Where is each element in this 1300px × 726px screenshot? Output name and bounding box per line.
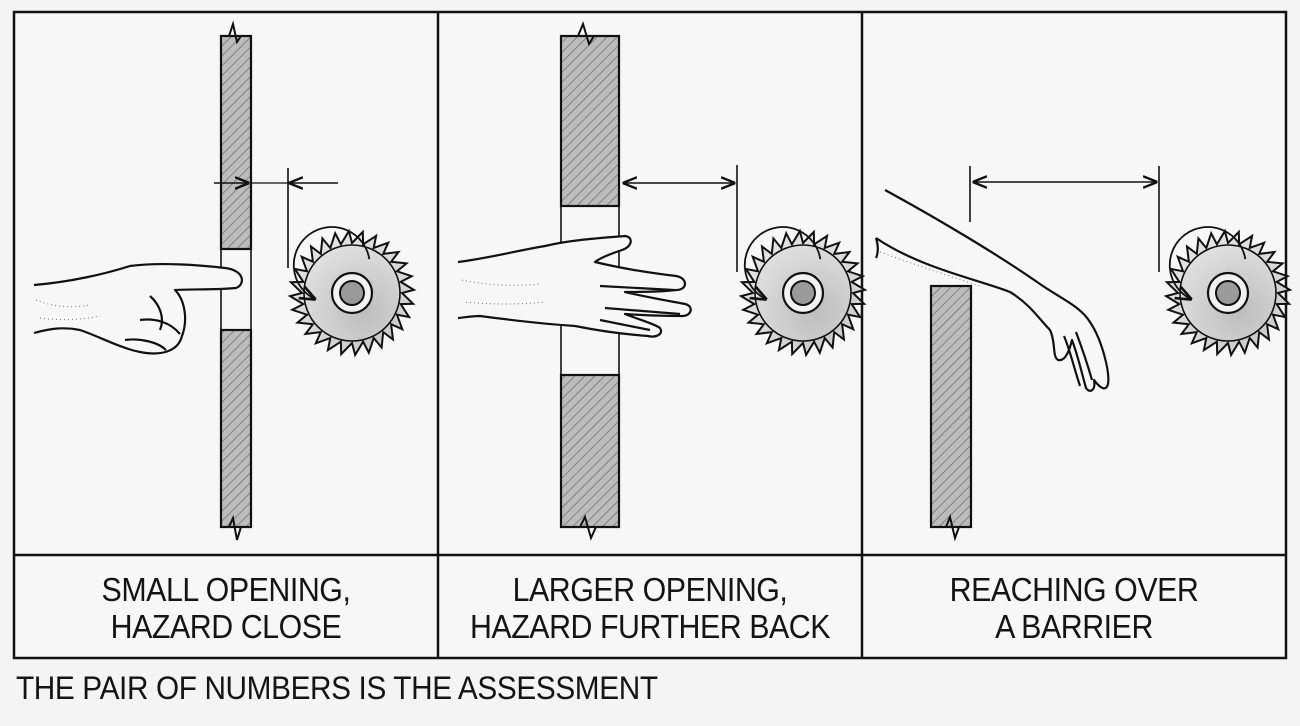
guard-barrier-icon <box>219 20 253 541</box>
caption-small-opening: SMALL OPENING, HAZARD CLOSE <box>31 562 421 656</box>
footer-note: THE PAIR OF NUMBERS IS THE ASSESSMENT <box>16 670 658 706</box>
distance-arrow-icon <box>969 166 1160 272</box>
distance-arrow-icon <box>214 168 338 268</box>
saw-hub <box>339 280 365 306</box>
arm-reaching-over-icon <box>874 189 1110 392</box>
saw-hub <box>790 280 816 306</box>
caption-larger-opening: LARGER OPENING, HAZARD FURTHER BACK <box>455 562 845 656</box>
guard-barrier-icon <box>929 284 973 542</box>
caption-reaching-over: REACHING OVER A BARRIER <box>879 562 1269 656</box>
distance-arrow-icon <box>624 165 738 272</box>
hand-pointing-icon <box>33 263 244 355</box>
guard-barrier-icon <box>559 21 621 541</box>
panel-small-opening <box>33 20 417 541</box>
rotation-arrow-icon <box>292 226 371 299</box>
hand-flat-icon <box>457 234 692 338</box>
saw-hub <box>1215 280 1241 306</box>
panel-reaching-over <box>874 166 1293 542</box>
caption-line-2: HAZARD CLOSE <box>110 608 342 645</box>
saw-blade-icon <box>1163 226 1293 358</box>
caption-line-1: SMALL OPENING, <box>101 571 351 609</box>
rotation-arrow-icon <box>743 226 822 299</box>
panel-larger-opening <box>457 21 868 541</box>
caption-line-1: LARGER OPENING, <box>512 571 788 609</box>
rotation-arrow-icon <box>1168 226 1247 299</box>
saw-blade-icon <box>287 226 417 358</box>
caption-line-2: A BARRIER <box>995 608 1153 645</box>
caption-line-2: HAZARD FURTHER BACK <box>469 608 831 645</box>
caption-line-1: REACHING OVER <box>949 571 1199 609</box>
saw-blade-icon <box>738 226 868 358</box>
